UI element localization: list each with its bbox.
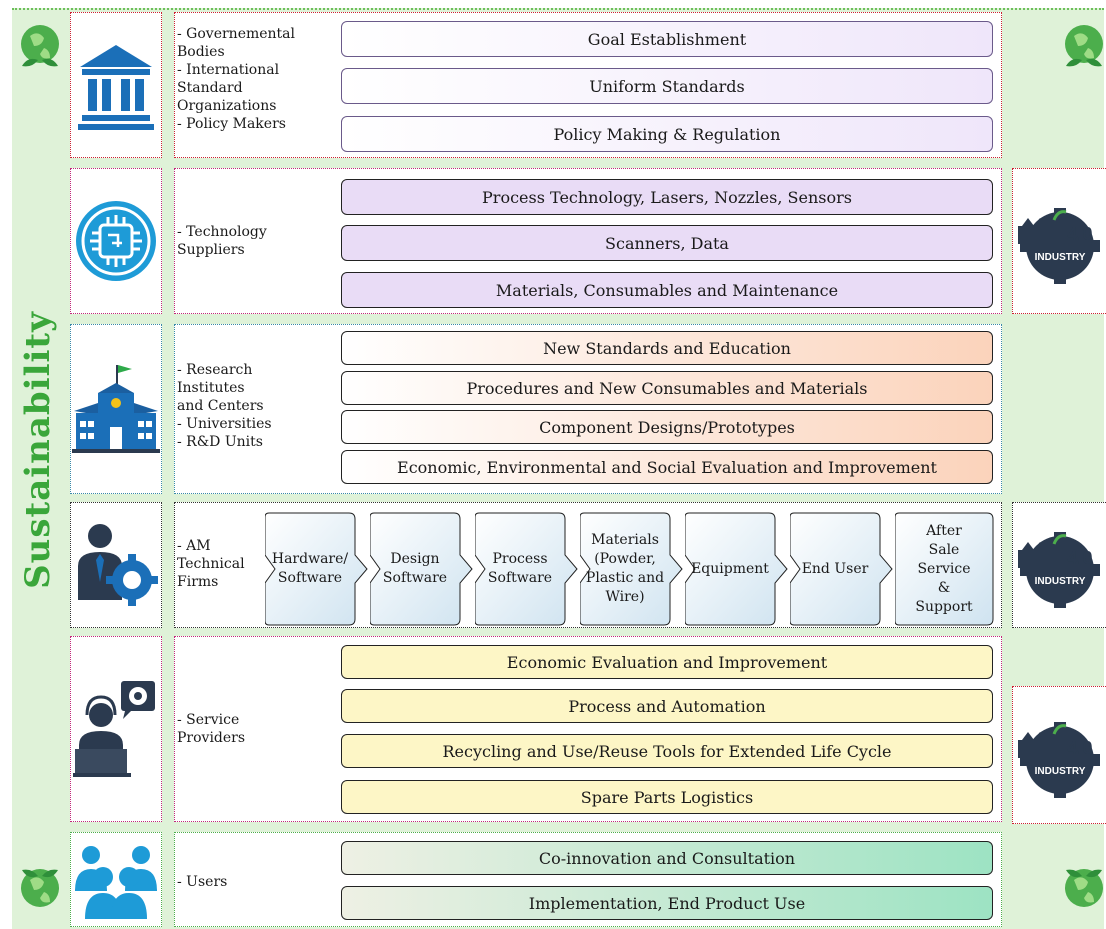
school-building-icon bbox=[72, 365, 160, 453]
support-agent-icon bbox=[73, 681, 155, 777]
industry-4-gear-icon: 4.0 INDUSTRY bbox=[1017, 532, 1100, 608]
row-panel-am-firms: - AM Technical Firms Hardware/ Software D… bbox=[174, 502, 1002, 628]
chain-step-shape bbox=[369, 512, 473, 626]
row-panel-government: - Governemental Bodies - International S… bbox=[174, 12, 1002, 158]
chain-step-shape bbox=[264, 512, 368, 626]
industry-badge-am-firms: 4.0 INDUSTRY bbox=[1012, 502, 1106, 628]
item-scanners-data: Scanners, Data bbox=[341, 225, 993, 261]
chain-step-label: Process Software bbox=[487, 551, 553, 586]
item-spare-parts: Spare Parts Logistics bbox=[341, 780, 993, 814]
chain-step: Materials (Powder, Plastic and Wire) bbox=[579, 509, 690, 629]
actor-label-service: - Service Providers bbox=[177, 712, 246, 746]
chain-step-shape bbox=[579, 512, 683, 626]
row-icon-box-users bbox=[70, 832, 162, 927]
sustainability-label: Sustainability bbox=[18, 311, 58, 589]
row-icon-box-service bbox=[70, 636, 162, 822]
item-goal-establishment: Goal Establishment bbox=[341, 21, 993, 57]
chain-step-label: After Sale Service & Support bbox=[915, 522, 973, 615]
industry-badge-service: 4.0 INDUSTRY bbox=[1012, 686, 1106, 824]
item-policy-making: Policy Making & Regulation bbox=[341, 116, 993, 152]
item-procedures: Procedures and New Consumables and Mater… bbox=[341, 371, 993, 405]
chain-step-shape bbox=[474, 512, 578, 626]
industry-label: INDUSTRY bbox=[1034, 576, 1085, 587]
chain-step-shape bbox=[684, 512, 788, 626]
item-co-innovation: Co-innovation and Consultation bbox=[341, 841, 993, 875]
industry-badge-technology: 4.0 INDUSTRY bbox=[1012, 168, 1106, 314]
item-new-standards: New Standards and Education bbox=[341, 331, 993, 365]
businessman-gear-icon bbox=[78, 524, 158, 606]
industry-4-label: 4.0 bbox=[1067, 738, 1092, 758]
row-icon-box-technology bbox=[70, 168, 162, 314]
item-recycling: Recycling and Use/Reuse Tools for Extend… bbox=[341, 734, 993, 768]
row-icon-box-research bbox=[70, 324, 162, 494]
chain-step-label: Materials (Powder, Plastic and Wire) bbox=[585, 532, 665, 605]
industry-4-label: 4.0 bbox=[1067, 224, 1092, 244]
chain-step-label: End User bbox=[801, 560, 869, 577]
user-group-icon bbox=[75, 845, 157, 919]
chain-step: After Sale Service & Support bbox=[894, 509, 1005, 629]
earth-leaf-icon bbox=[21, 869, 59, 907]
item-economic-evaluation: Economic Evaluation and Improvement bbox=[341, 645, 993, 679]
item-implementation: Implementation, End Product Use bbox=[341, 886, 993, 920]
chain-step: Hardware/ Software bbox=[264, 509, 375, 629]
chain-step: End User bbox=[789, 509, 900, 629]
earth-leaf-icon bbox=[21, 25, 59, 67]
chain-step-shape bbox=[789, 512, 893, 626]
chain-step-label: Hardware/ Software bbox=[271, 551, 349, 586]
row-panel-service: - Service Providers Economic Evaluation … bbox=[174, 636, 1002, 822]
row-panel-research: - Research Institutes and Centers - Univ… bbox=[174, 324, 1002, 494]
circuit-chip-icon bbox=[76, 201, 156, 281]
actor-label-am-firms: - AM Technical Firms bbox=[177, 538, 245, 590]
earth-leaf-icon bbox=[1065, 25, 1103, 67]
government-building-icon bbox=[78, 45, 154, 130]
industry-label: INDUSTRY bbox=[1034, 766, 1085, 777]
chain-step: Process Software bbox=[474, 509, 585, 629]
industry-4-gear-icon: 4.0 INDUSTRY bbox=[1017, 208, 1100, 284]
item-uniform-standards: Uniform Standards bbox=[341, 68, 993, 104]
chain-step-shape bbox=[894, 512, 994, 626]
actor-label-technology: - Technology Suppliers bbox=[177, 224, 267, 258]
item-economic-environmental: Economic, Environmental and Social Evalu… bbox=[341, 450, 993, 484]
chain-step: Design Software bbox=[369, 509, 480, 629]
chain-step: Equipment bbox=[684, 509, 795, 629]
item-materials-consumables: Materials, Consumables and Maintenance bbox=[341, 272, 993, 308]
row-icon-box-am-firms bbox=[70, 502, 162, 628]
row-panel-users: - Users Co-innovation and Consultation I… bbox=[174, 832, 1002, 927]
row-panel-technology: - Technology Suppliers Process Technolog… bbox=[174, 168, 1002, 314]
industry-label: INDUSTRY bbox=[1034, 252, 1085, 263]
actor-label-research: - Research Institutes and Centers - Univ… bbox=[177, 362, 272, 450]
item-process-technology: Process Technology, Lasers, Nozzles, Sen… bbox=[341, 179, 993, 215]
earth-leaf-icon bbox=[1065, 869, 1103, 907]
industry-4-label: 4.0 bbox=[1067, 548, 1092, 568]
item-component-designs: Component Designs/Prototypes bbox=[341, 410, 993, 444]
industry-4-gear-icon: 4.0 INDUSTRY bbox=[1017, 722, 1100, 798]
chain-step-label: Design Software bbox=[382, 551, 448, 586]
row-icon-box-government bbox=[70, 12, 162, 158]
actor-label-government: - Governemental Bodies - International S… bbox=[177, 26, 296, 132]
sustainability-title: Sustainability bbox=[18, 240, 58, 660]
chain-step-label: Equipment bbox=[691, 560, 769, 577]
actor-label-users: - Users bbox=[177, 874, 228, 890]
item-process-automation: Process and Automation bbox=[341, 689, 993, 723]
